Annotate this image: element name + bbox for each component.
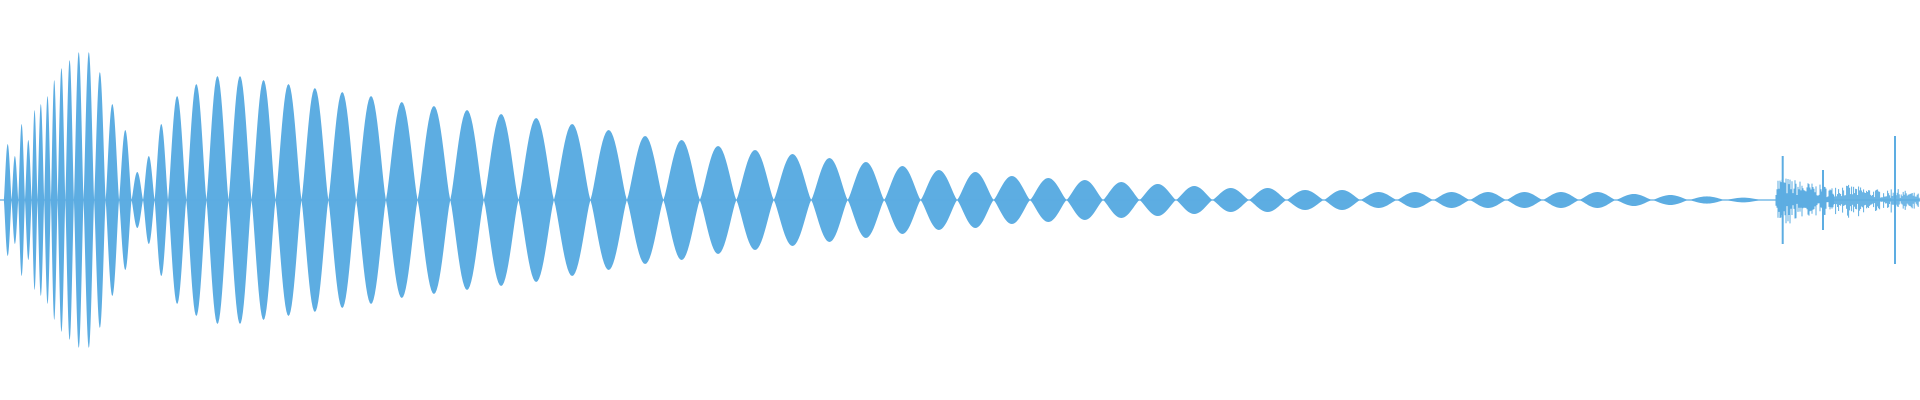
waveform-noise-burst [1890,189,1920,213]
waveform-noise-burst [1833,184,1892,218]
waveform-noise-burst [1775,178,1834,224]
